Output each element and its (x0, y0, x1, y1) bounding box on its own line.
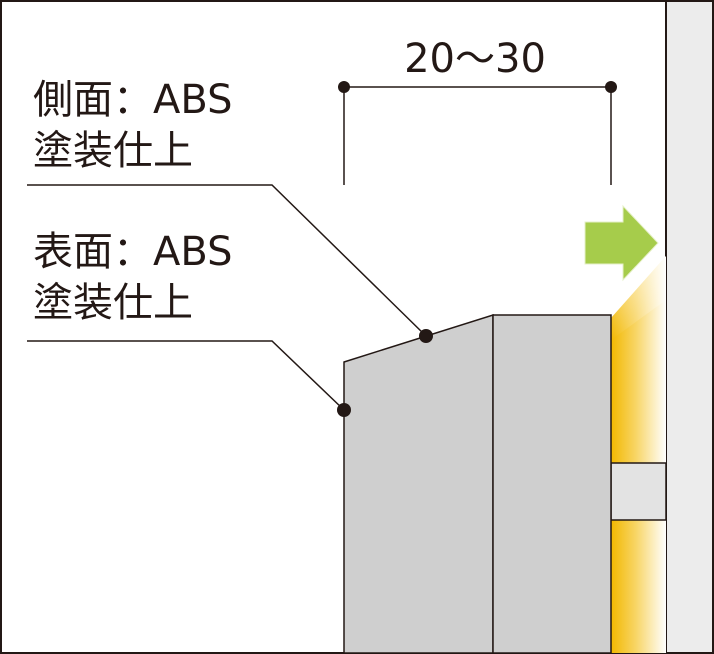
wall (665, 0, 714, 654)
callout-side-leader (27, 184, 427, 337)
dimension-label: 20～30 (404, 36, 546, 82)
callout-side-marker (419, 329, 433, 343)
callout-front-leader (27, 340, 345, 411)
dimension-endpoint-left (338, 81, 350, 93)
dimension-endpoint-right (605, 81, 617, 93)
callout-side-line1: 側面：ABS (33, 77, 233, 123)
mounting-bracket (610, 462, 667, 521)
fixture-front-face (343, 313, 494, 654)
callout-front-marker (337, 403, 351, 417)
light-glow (611, 256, 666, 653)
light-glow-fade (611, 256, 666, 340)
callout-front-line2: 塗装仕上 (33, 280, 193, 326)
fixture-side-face (492, 314, 612, 654)
callout-side-line2: 塗装仕上 (33, 128, 193, 174)
callout-front-line1: 表面：ABS (33, 229, 233, 275)
right-arrow-icon (584, 204, 659, 282)
